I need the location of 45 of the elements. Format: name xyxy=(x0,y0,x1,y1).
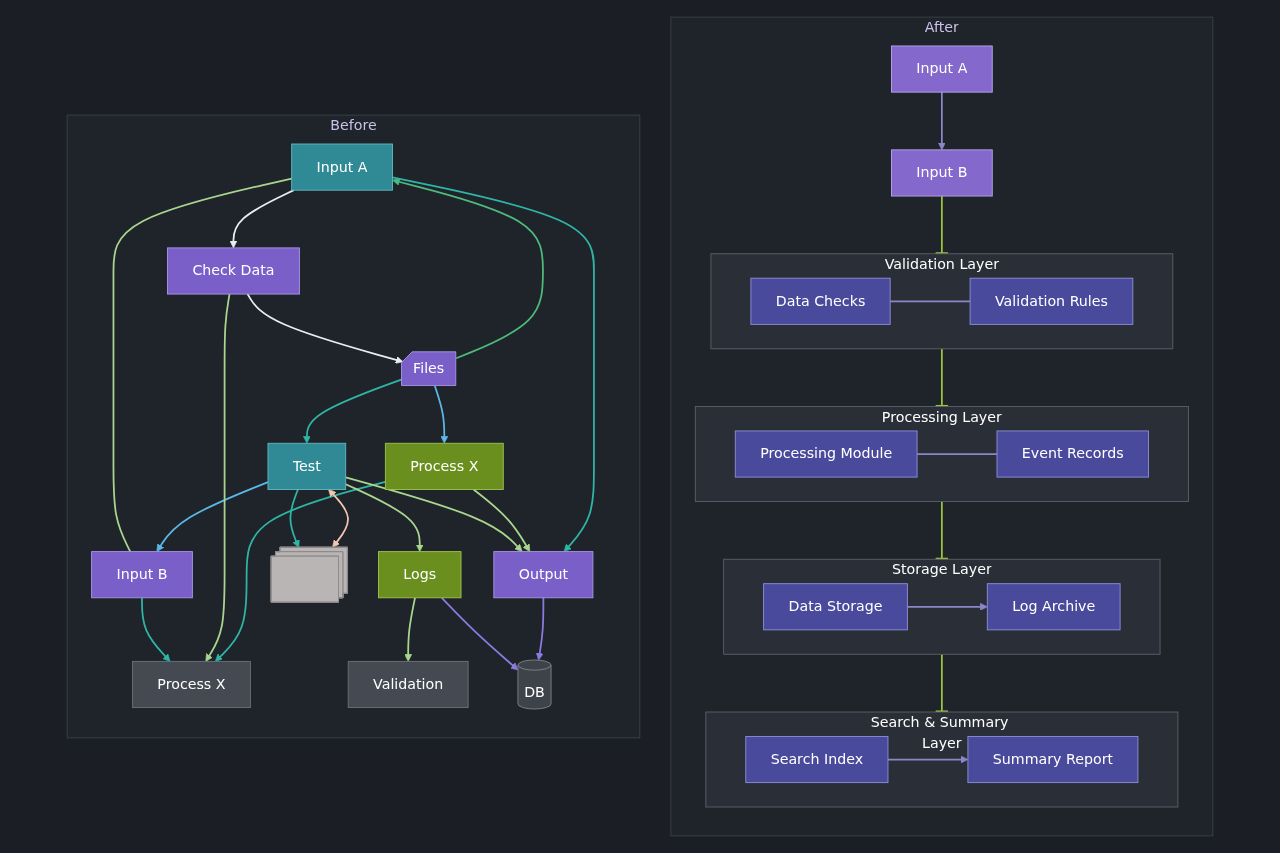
arrow xyxy=(229,189,295,249)
node-box: Process X xyxy=(132,660,251,708)
arrow xyxy=(156,481,269,552)
node-box: Processing Module xyxy=(734,430,918,478)
arrow xyxy=(535,596,545,661)
arrow xyxy=(214,480,387,662)
node-box: Input A xyxy=(891,45,993,93)
arrow xyxy=(205,293,231,662)
node-box: Event Records xyxy=(996,430,1149,478)
node-box: Validation Rules xyxy=(969,277,1134,325)
arrow xyxy=(328,489,349,548)
node-box: Output xyxy=(493,551,594,599)
node-box: Summary Report xyxy=(967,736,1139,784)
node-box: Input A xyxy=(291,143,393,191)
arrow xyxy=(289,488,300,548)
connector xyxy=(112,177,293,553)
node-box: Validation xyxy=(347,660,469,708)
node-box: Test xyxy=(267,442,347,490)
arrow xyxy=(141,596,171,662)
arrow xyxy=(344,483,424,552)
node-box: Input B xyxy=(891,149,993,197)
node-box: Input B xyxy=(91,551,193,599)
arrow xyxy=(440,596,519,671)
node-box: Logs xyxy=(378,551,462,599)
node-box: Process X xyxy=(384,442,504,490)
arrow xyxy=(404,596,416,662)
connector xyxy=(889,300,971,303)
node-box: Check Data xyxy=(167,247,300,295)
arrow xyxy=(392,178,544,360)
arrow xyxy=(246,293,404,364)
node-box: Data Checks xyxy=(750,277,891,325)
node-box: Search Index xyxy=(745,736,889,784)
arrow xyxy=(472,488,531,552)
node-box: Data Storage xyxy=(763,583,908,631)
arrow xyxy=(906,602,988,611)
arrow xyxy=(937,91,946,151)
arrow xyxy=(887,755,969,764)
connector xyxy=(934,653,950,714)
connector xyxy=(916,453,998,455)
arrow xyxy=(344,476,523,552)
connector xyxy=(934,500,950,561)
arrow xyxy=(433,385,449,444)
node-box: Log Archive xyxy=(986,583,1121,631)
arrow xyxy=(302,378,403,444)
arrow xyxy=(391,176,595,552)
